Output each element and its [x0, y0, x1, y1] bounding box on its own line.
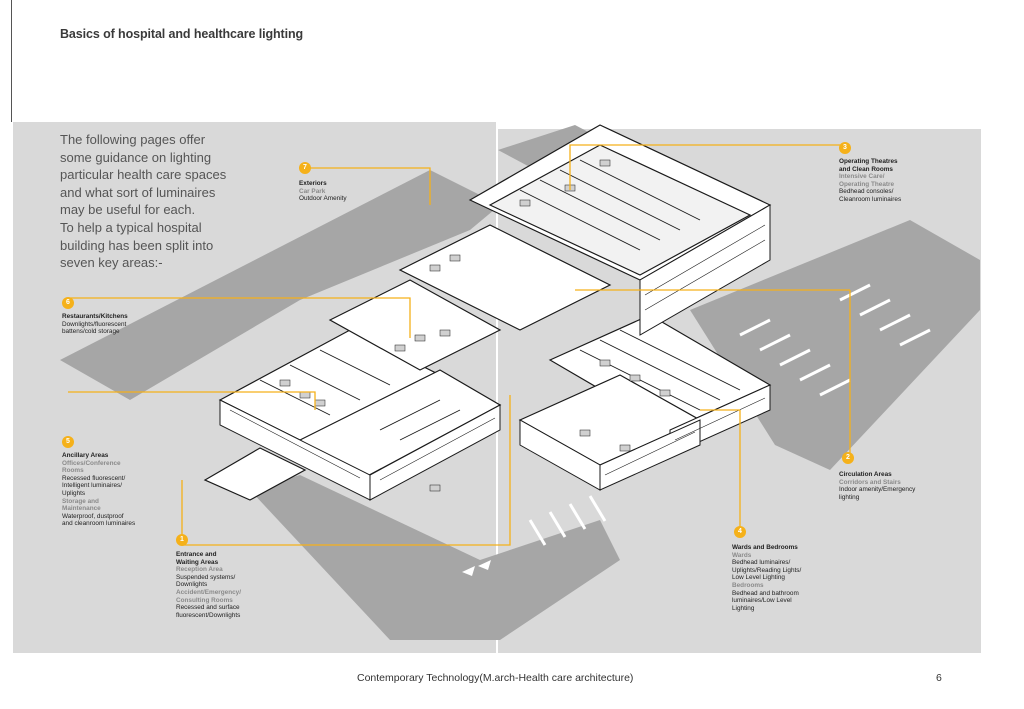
area-marker-wards: 4 [734, 526, 746, 538]
area-label-wards: Wards and Bedrooms Wards Bedhead luminai… [732, 544, 852, 612]
page-margin-rule [11, 0, 12, 122]
area-label-entrance: Entrance and Waiting Areas Reception Are… [176, 551, 296, 619]
area-label-operating: Operating Theatres and Clean Rooms Inten… [839, 158, 959, 204]
entrance-arrows [462, 560, 491, 576]
leader-entrance [181, 395, 511, 546]
leader-restaurants [68, 297, 411, 338]
arrow-icon [462, 566, 475, 576]
area-marker-exteriors: 7 [299, 162, 311, 174]
page-number: 6 [936, 672, 942, 684]
building [203, 124, 772, 501]
leader-exteriors [305, 167, 431, 205]
area-marker-operating: 3 [839, 142, 851, 154]
intro-text: The following pages offer some guidance … [60, 132, 227, 271]
restaurant-wing [328, 279, 502, 371]
area-label-circulation: Circulation Areas Corridors and Stairs I… [839, 471, 959, 501]
leader-lines [68, 144, 851, 546]
room-partitions [259, 159, 741, 441]
leader-ancillary [68, 391, 316, 410]
area-heading: Entrance and Waiting Areas [176, 551, 219, 566]
windows [229, 224, 766, 481]
arrow-icon [478, 560, 491, 570]
area-heading: Operating Theatres and Clean Rooms [839, 158, 898, 173]
area-heading: Restaurants/Kitchens [62, 313, 128, 320]
area-heading: Wards and Bedrooms [732, 544, 798, 551]
north-tower-roof [488, 144, 752, 276]
area-label-exteriors: Exteriors Car Park Outdoor Amenity [299, 180, 419, 203]
area-marker-ancillary: 5 [62, 436, 74, 448]
parking-stripes [528, 283, 931, 546]
area-label-restaurants: Restaurants/Kitchens Downlights/fluoresc… [62, 313, 182, 336]
entrance-canopy [203, 447, 307, 501]
core-block [398, 224, 612, 331]
area-marker-entrance: 1 [176, 534, 188, 546]
area-label-ancillary: Ancillary Areas Offices/Conference Rooms… [62, 452, 182, 528]
leader-operating [569, 144, 840, 190]
area-heading: Circulation Areas [839, 471, 892, 478]
page-title: Basics of hospital and healthcare lighti… [60, 27, 304, 41]
area-heading: Exteriors [299, 180, 327, 187]
area-heading: Ancillary Areas [62, 452, 109, 459]
car-park-left [60, 170, 500, 400]
facades [219, 204, 771, 501]
area-marker-restaurants: 6 [62, 297, 74, 309]
area-marker-circulation: 2 [842, 452, 854, 464]
footer-text: Contemporary Technology(M.arch-Health ca… [357, 672, 634, 684]
drop-off-area [250, 475, 620, 640]
